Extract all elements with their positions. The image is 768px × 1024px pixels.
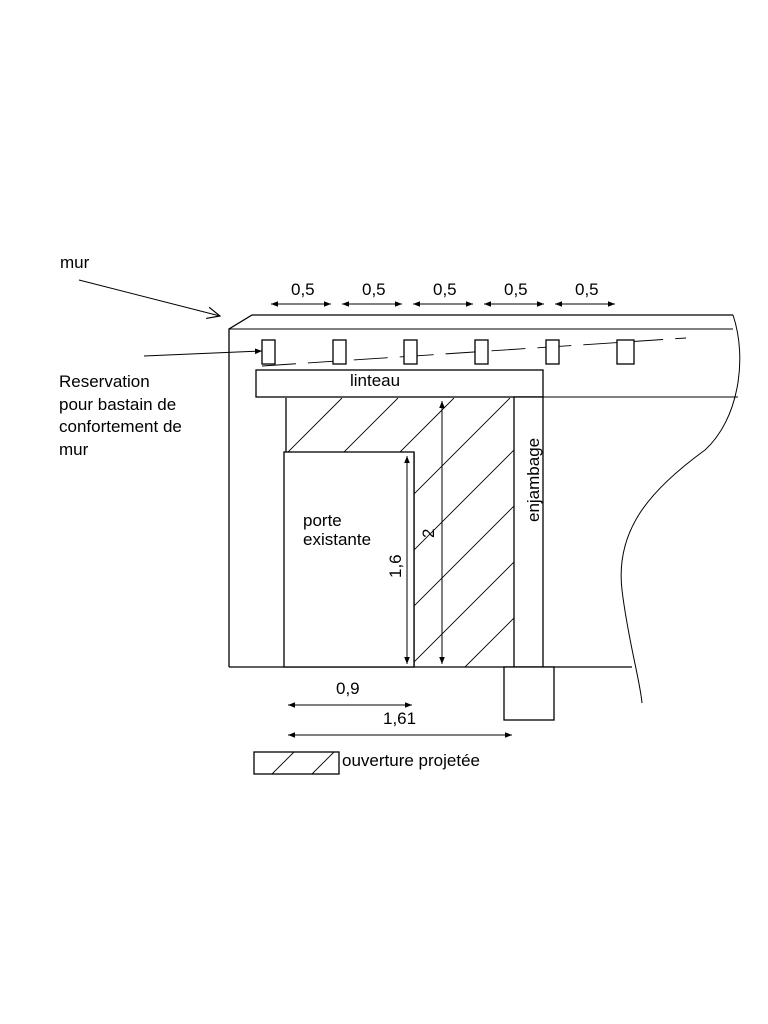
opening-height-label: 2 [419,529,438,538]
hatch-line [464,398,514,667]
door-label-line2: existante [303,530,371,549]
height-dimensions: 1,6 2 [386,401,445,664]
spacing-label-3: 0,5 [433,280,457,299]
svg-text:confortement de: confortement de [59,417,182,436]
svg-text:Reservation: Reservation [59,372,150,391]
hatch-line [286,398,287,667]
legend: ouverture projetée [253,751,480,775]
legend-label: ouverture projetée [342,751,480,770]
door-width-label: 0,9 [336,679,360,698]
existing-door [283,451,415,668]
spacing-label-5: 0,5 [575,280,599,299]
wall-leader-arrow [78,279,220,316]
width-dimensions: 0,9 1,61 [288,679,512,738]
door-label-line1: porte [303,511,342,530]
hatch-line [271,752,295,774]
spacing-dimensions: 0,5 0,5 0,5 0,5 0,5 [271,280,615,307]
lintel [255,369,544,398]
opening-width-label: 1,61 [383,709,416,728]
hatch-line [577,398,768,667]
hatch-line [286,398,399,667]
door-height-label: 1,6 [386,554,405,578]
hatch-line [633,398,768,667]
footing [503,666,555,721]
reservations [261,339,635,365]
hatch-line [408,398,514,667]
wall-label: mur [60,253,90,272]
svg-text:pour bastain de: pour bastain de [59,395,176,414]
spacing-label-4: 0,5 [504,280,528,299]
hatch-line [745,398,768,667]
hatch-line [254,752,255,753]
lintel-label: linteau [350,371,400,390]
hatch-line [311,752,335,774]
legend-hatch-swatch [254,752,335,774]
hatch-line [521,398,768,667]
hatch-line [286,398,343,667]
span-label: enjambage [524,438,543,522]
spacing-label-2: 0,5 [362,280,386,299]
span-post [513,396,544,668]
spacing-label-1: 0,5 [291,280,315,299]
hatch-line [689,398,768,667]
wall-break-line [620,314,741,704]
reservation-label: Reservation pour bastain de confortement… [59,372,182,459]
reservation-leader-arrow [143,348,263,357]
svg-text:mur: mur [59,440,89,459]
